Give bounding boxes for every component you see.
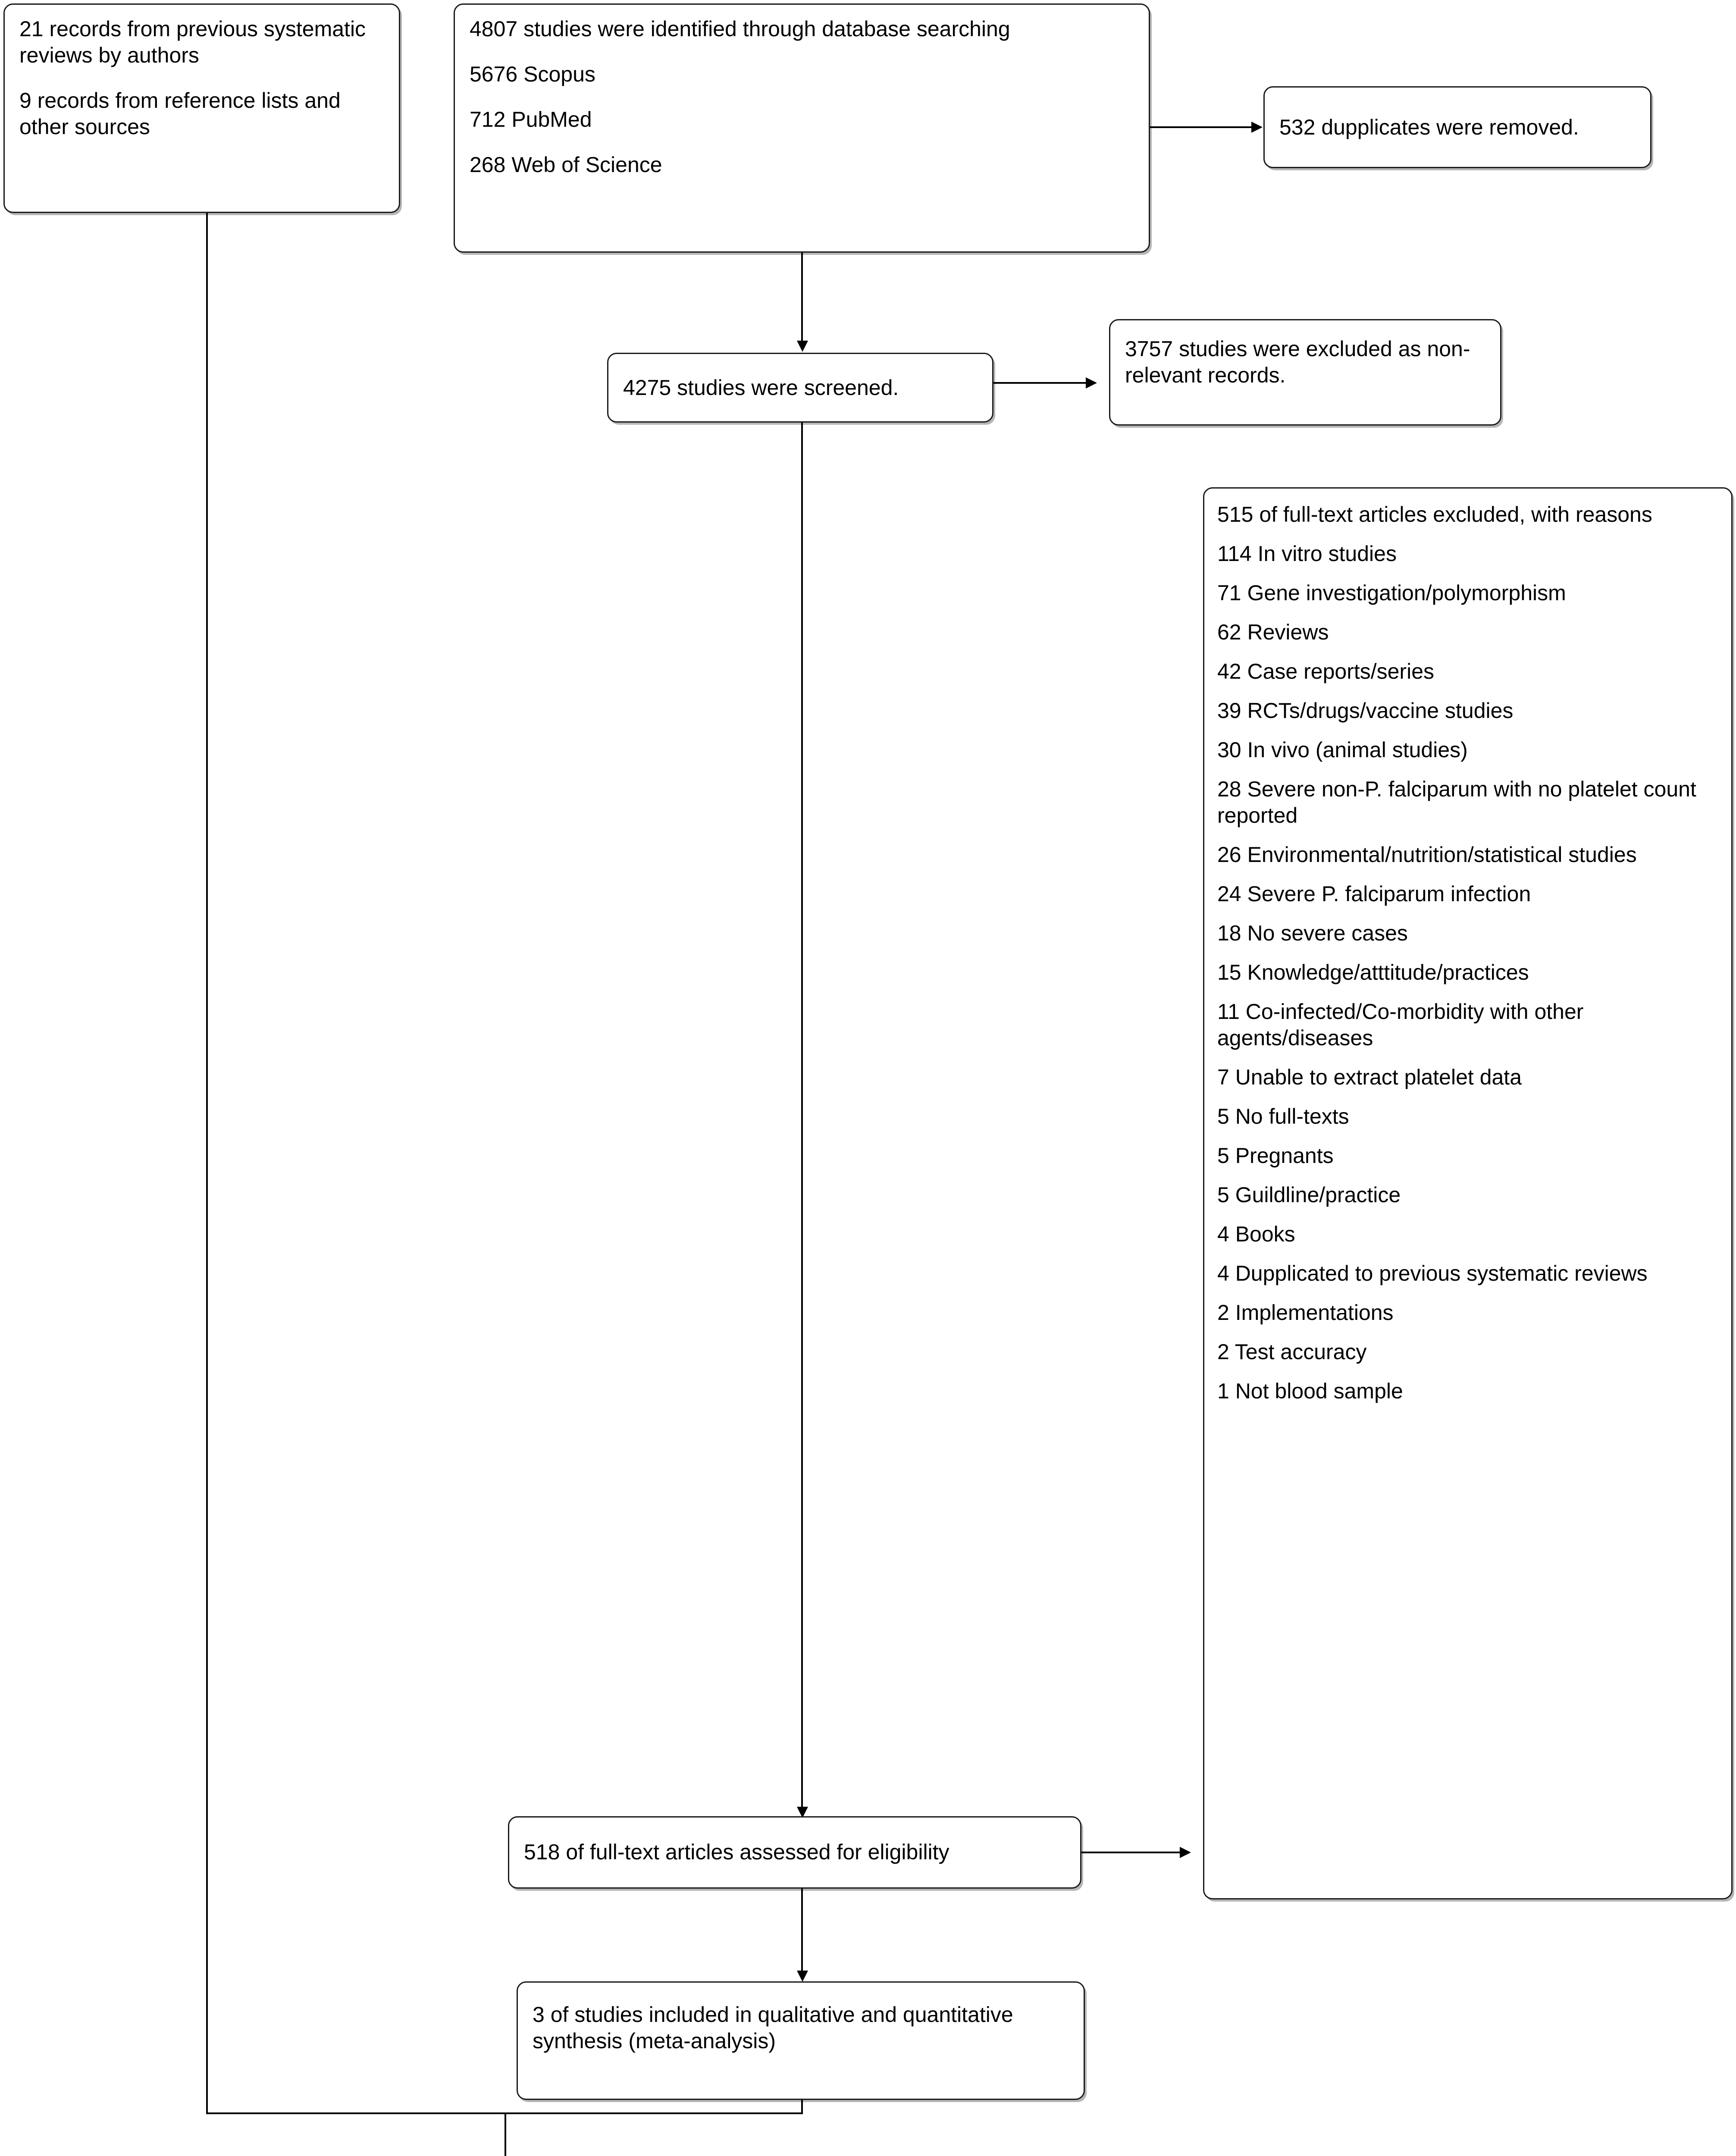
box-screened-line-1: 4275 studies were screened. — [623, 376, 899, 400]
exclusion-reason-1: 515 of full-text articles excluded, with… — [1217, 502, 1652, 526]
exclusion-reason-7: 30 In vivo (animal studies) — [1217, 738, 1468, 762]
box-fulltext-assessed: 518 of full-text articles assessed for e… — [508, 1816, 1081, 1889]
box-fulltext-excluded-content: 515 of full-text articles excluded, with… — [1204, 489, 1731, 1416]
box-other-sources-line-1: 21 records from previous systematic revi… — [19, 17, 372, 67]
box-database-search: 4807 studies were identified through dat… — [454, 3, 1150, 253]
exclusion-reason-4: 62 Reviews — [1217, 620, 1329, 644]
box-other-sources: 21 records from previous systematic revi… — [3, 3, 400, 213]
exclusion-reason-14: 7 Unable to extract platelet data — [1217, 1065, 1522, 1089]
box-fulltext-excluded: 515 of full-text articles excluded, with… — [1203, 487, 1733, 1899]
exclusion-reason-10: 24 Severe P. falciparum infection — [1217, 882, 1531, 906]
exclusion-reason-19: 4 Dupplicated to previous systematic rev… — [1217, 1261, 1648, 1285]
exclusion-reason-8: 28 Severe non-P. falciparum with no plat… — [1217, 777, 1702, 827]
arrowhead-screened-to-fulltext — [797, 1807, 808, 1818]
connector-screened-to-fulltext — [801, 423, 803, 1808]
exclusion-reason-5: 42 Case reports/series — [1217, 659, 1435, 683]
exclusion-reason-11: 18 No severe cases — [1217, 921, 1408, 945]
box-duplicates-removed-content: 532 dupplicates were removed. — [1265, 88, 1650, 152]
connector-search-to-screened — [801, 253, 803, 342]
box-duplicates-removed: 532 dupplicates were removed. — [1263, 86, 1651, 168]
box-database-search-line-4: 268 Web of Science — [470, 153, 662, 177]
box-duplicates-removed-line-1: 532 dupplicates were removed. — [1279, 115, 1579, 139]
exclusion-reason-21: 2 Test accuracy — [1217, 1340, 1367, 1364]
box-non-relevant-excluded-content: 3757 studies were excluded as non-releva… — [1110, 320, 1500, 400]
box-synthesis-content: 3 of studies included in qualitative and… — [518, 1983, 1084, 2065]
box-non-relevant-excluded: 3757 studies were excluded as non-releva… — [1109, 319, 1501, 426]
box-fulltext-assessed-line-1: 518 of full-text articles assessed for e… — [524, 1840, 949, 1864]
exclusion-reason-20: 2 Implementations — [1217, 1300, 1394, 1325]
exclusion-reason-17: 5 Guildline/practice — [1217, 1183, 1401, 1207]
box-synthesis-line-1: 3 of studies included in qualitative and… — [533, 2002, 1019, 2053]
box-database-search-line-3: 712 PubMed — [470, 107, 592, 132]
arrowhead-fulltext-to-synthesis — [797, 1971, 808, 1982]
arrowhead-search-to-screened — [797, 341, 808, 352]
box-database-search-content: 4807 studies were identified through dat… — [455, 5, 1149, 189]
connector-screened-to-excluded — [993, 382, 1086, 384]
exclusion-reason-3: 71 Gene investigation/polymorphism — [1217, 581, 1566, 605]
box-screened: 4275 studies were screened. — [607, 353, 993, 423]
box-synthesis: 3 of studies included in qualitative and… — [517, 1981, 1085, 2100]
box-other-sources-line-2: 9 records from reference lists and other… — [19, 88, 347, 139]
exclusion-reason-12: 15 Knowledge/atttitude/practices — [1217, 960, 1529, 984]
exclusion-reason-22: 1 Not blood sample — [1217, 1379, 1403, 1403]
box-database-search-line-1: 4807 studies were identified through dat… — [470, 17, 1010, 41]
exclusion-reason-16: 5 Pregnants — [1217, 1144, 1334, 1168]
exclusion-reason-15: 5 No full-texts — [1217, 1104, 1349, 1128]
connector-fulltext-to-synthesis — [801, 1889, 803, 1971]
box-database-search-line-2: 5676 Scopus — [470, 62, 595, 86]
exclusion-reason-13: 11 Co-infected/Co-morbidity with other a… — [1217, 1000, 1590, 1050]
connector-synthesis-down — [801, 2100, 803, 2114]
connector-other-sources-down — [206, 213, 208, 2114]
arrowhead-fulltext-to-exclusions — [1180, 1847, 1191, 1858]
connector-search-to-duplicates — [1150, 126, 1252, 128]
connector-fulltext-to-exclusions — [1081, 1852, 1181, 1853]
exclusion-reason-2: 114 In vitro studies — [1217, 542, 1397, 566]
box-screened-content: 4275 studies were screened. — [608, 354, 992, 412]
exclusion-reason-9: 26 Environmental/nutrition/statistical s… — [1217, 843, 1637, 867]
arrowhead-search-to-duplicates — [1251, 122, 1263, 133]
exclusion-reason-6: 39 RCTs/drugs/vaccine studies — [1217, 699, 1514, 723]
box-fulltext-assessed-content: 518 of full-text articles assessed for e… — [509, 1818, 1080, 1877]
box-other-sources-content: 21 records from previous systematic revi… — [5, 5, 399, 151]
box-non-relevant-excluded-line-1: 3757 studies were excluded as non-releva… — [1125, 337, 1470, 387]
connector-junction-to-final — [505, 2112, 506, 2156]
exclusion-reason-18: 4 Books — [1217, 1222, 1295, 1246]
arrowhead-screened-to-excluded — [1086, 377, 1097, 389]
